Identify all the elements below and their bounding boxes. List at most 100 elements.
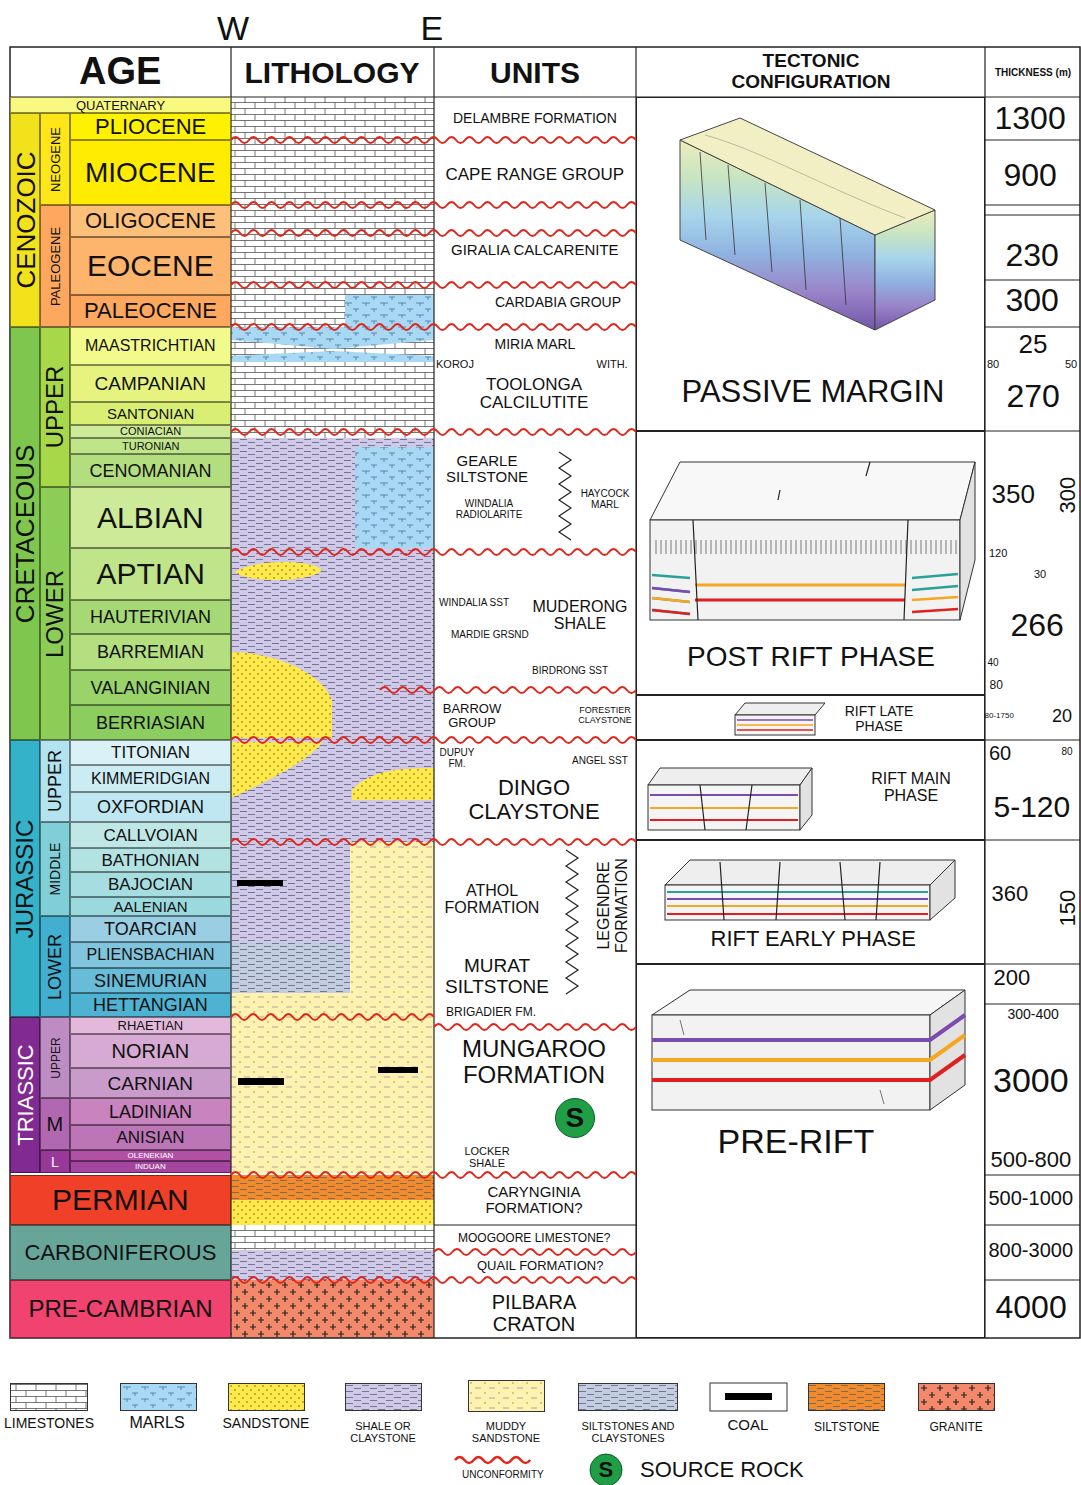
age-band: BAJOCIAN <box>70 872 231 897</box>
layer-line <box>652 598 690 602</box>
thickness-value: 80 <box>990 679 1003 692</box>
age-name: EOCENE <box>87 251 214 281</box>
lithology-shale <box>231 438 434 842</box>
thickness-value: 500-800 <box>991 1148 1072 1172</box>
legend-label: SHALE OR CLAYSTONE <box>337 1420 429 1444</box>
lithology-sand <box>231 742 322 798</box>
age-band: L <box>40 1150 70 1173</box>
lithology-shale <box>231 842 350 942</box>
coal-swatch <box>725 1393 772 1400</box>
age-band: CARBONIFEROUS <box>10 1225 231 1280</box>
unit-name: CAPE RANGE GROUP <box>446 166 625 185</box>
block-face <box>665 885 930 920</box>
age-name: AALENIAN <box>114 899 188 914</box>
layer-line <box>737 724 813 726</box>
age-name: CENOMANIAN <box>90 462 212 480</box>
age-band: CALLVOIAN <box>70 822 231 848</box>
thickness-value: 150 <box>1056 890 1080 927</box>
age-name: MIDDLE <box>48 843 62 896</box>
age-band: SINEMURIAN <box>70 968 231 993</box>
age-band: OLIGOCENE <box>70 205 231 237</box>
lithology-sand <box>352 768 434 800</box>
age-name: BERRIASIAN <box>96 714 205 732</box>
age-name: CARNIAN <box>108 1074 194 1093</box>
rift-late-block <box>735 703 825 735</box>
header-label: LITHOLOGY <box>245 56 420 89</box>
age-name: LOWER <box>46 933 64 999</box>
layer-line <box>652 1055 965 1080</box>
thickness-value: 300-400 <box>1008 1007 1059 1022</box>
legend-label: MUDDY SANDSTONE <box>464 1420 548 1444</box>
age-name: TURONIAN <box>122 441 179 452</box>
block-face <box>930 860 955 920</box>
unconformity-line <box>231 202 636 208</box>
block-face <box>800 768 812 830</box>
age-band: PERMIAN <box>10 1175 231 1225</box>
unit-name: LEGENDRE FORMATION <box>594 853 629 958</box>
thickness-value: 900 <box>1004 158 1057 193</box>
age-band: PRE-CAMBRIAN <box>10 1280 231 1338</box>
unit-name: GEARLE SILTSTONE <box>435 453 540 486</box>
unconformity-line <box>231 1277 636 1283</box>
phase-name: POST RIFT PHASE <box>687 643 935 671</box>
phase-name: RIFT MAIN PHASE <box>861 770 961 805</box>
lithology-marl <box>231 351 434 362</box>
unit-name: CARDABIA GROUP <box>495 295 621 310</box>
age-band: NORIAN <box>70 1034 231 1068</box>
block-face <box>960 462 975 620</box>
table-line <box>985 431 1080 432</box>
unit-name: TOOLONGA CALCILUTITE <box>469 376 599 413</box>
lithology-sand <box>235 562 322 580</box>
swatch-texture <box>809 1384 885 1411</box>
header-label: TECTONIC CONFIGURATION <box>711 51 911 93</box>
layer-line <box>652 1015 965 1040</box>
thickness-value: 30 <box>1034 568 1046 580</box>
legend-label: SILTSTONES AND CLAYSTONES <box>568 1420 688 1444</box>
age-band: BERRIASIAN <box>70 705 231 740</box>
source-rock-marker: S <box>555 1098 595 1138</box>
unit-name: QUAIL FORMATION? <box>477 1259 603 1273</box>
lithology-sand <box>231 652 332 738</box>
phase-name: PRE-RIFT <box>718 1124 875 1158</box>
age-name: PERMIAN <box>52 1185 189 1215</box>
age-name: PALEOCENE <box>84 300 217 322</box>
age-name: QUATERNARY <box>76 99 165 112</box>
age-band: OLENEKIAN <box>70 1150 231 1161</box>
rift-early-block <box>665 860 955 920</box>
unit-name: ATHOL FORMATION <box>437 882 547 917</box>
legend-swatch <box>10 1383 88 1411</box>
age-name: MIOCENE <box>85 159 216 187</box>
age-band: OXFORDIAN <box>70 792 231 822</box>
age-name: UPPER <box>43 366 67 449</box>
table-line <box>985 280 1080 281</box>
age-band: LADINIAN <box>70 1098 231 1125</box>
unconformity-line <box>231 737 636 743</box>
swatch-texture <box>229 1384 305 1411</box>
table-line <box>985 205 1080 206</box>
age-band: MIDDLE <box>40 822 70 916</box>
age-name: MAASTRICHTIAN <box>85 338 216 354</box>
unit-name: MARDIE GRSND <box>451 629 529 640</box>
age-band: AALENIAN <box>70 897 231 916</box>
unconformity-line <box>434 1024 636 1030</box>
thickness-value: 3000 <box>993 1062 1069 1099</box>
lithology-lime <box>231 97 434 438</box>
unit-name: KOROJ <box>436 358 474 370</box>
lithology-shale <box>231 1250 434 1280</box>
source-rock-sample <box>590 1454 622 1485</box>
fault-line <box>700 785 752 830</box>
age-name: LOWER <box>43 569 67 657</box>
swatch-texture <box>229 1384 305 1411</box>
thickness-value: 800-3000 <box>989 1239 1074 1261</box>
thickness-value: 360 <box>992 882 1029 906</box>
layer-line <box>912 597 958 600</box>
thickness-value: 80-1750 <box>985 712 1014 721</box>
unit-name: CARYNGINIA FORMATION? <box>439 1184 629 1217</box>
thickness-value: 60 <box>989 742 1011 764</box>
unit-name: MUDERONG SHALE <box>530 598 630 633</box>
coal-seam <box>238 1078 284 1085</box>
lithology-sand <box>231 1200 434 1225</box>
age-band: BARREMIAN <box>70 634 231 670</box>
age-name: JURASSIC <box>13 819 37 938</box>
age-band: EOCENE <box>70 237 231 295</box>
